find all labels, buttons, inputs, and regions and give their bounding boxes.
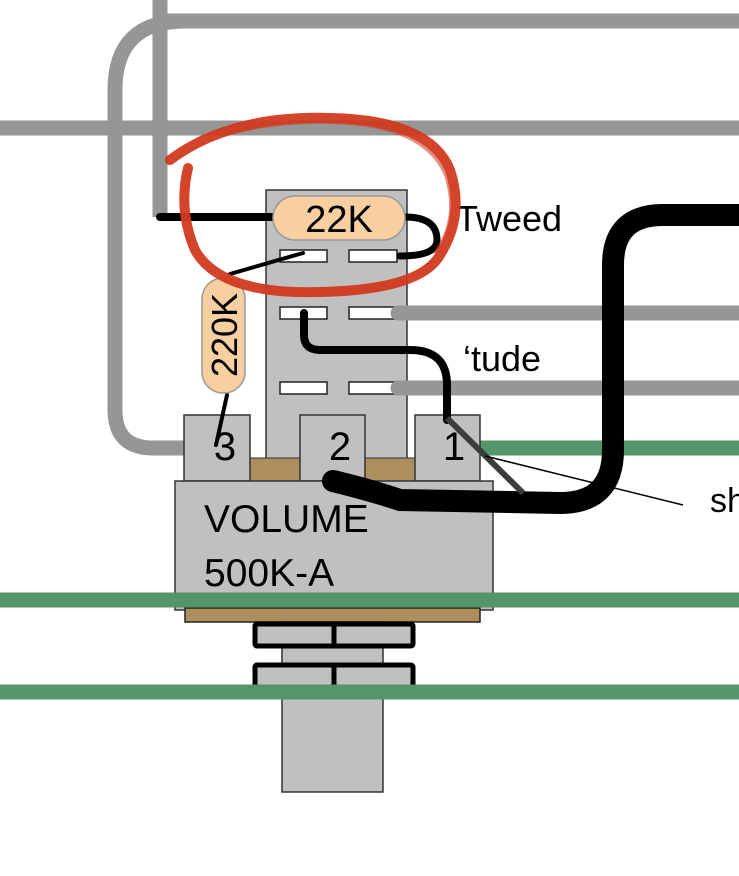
- label-tweed: Tweed: [456, 198, 562, 239]
- grey-wires: [0, 0, 739, 456]
- black-wires: [156, 204, 739, 515]
- black-wire-switch-to-lug1: [300, 309, 451, 424]
- black-wire-output: [322, 204, 739, 515]
- pot-lug-1-label: 1: [443, 425, 465, 469]
- resistor-220k: 220K: [201, 277, 246, 394]
- resistor-22k: 22K: [272, 195, 406, 241]
- pot-lug-2: [299, 414, 366, 482]
- pot-lug-3: [183, 414, 251, 482]
- switch-slot: [279, 249, 328, 263]
- leader-line: [484, 455, 684, 506]
- pot-shaft: [281, 621, 384, 793]
- black-wire-220k-to-lug3: [214, 393, 229, 447]
- pot-label-line2: 500K-A: [204, 552, 334, 595]
- resistor-220k-label: 220K: [204, 293, 245, 377]
- pot: 3 2 1 VOLUME 500K-A: [174, 414, 494, 793]
- pot-lug-2-label: 2: [329, 425, 351, 469]
- dark-lead-lug1: [444, 415, 526, 496]
- label-tude: ‘tude: [463, 338, 541, 379]
- black-wire-220k-lead: [228, 251, 305, 276]
- grey-wire-left-loop: [107, 13, 203, 456]
- switch-slot: [348, 381, 398, 395]
- switch-slot: [348, 249, 398, 263]
- leader-label: sh: [710, 482, 739, 520]
- pot-washer: [184, 607, 481, 623]
- switch-slot: [279, 381, 328, 395]
- pot-nut-upper: [252, 621, 416, 649]
- red-highlight-circle: [165, 112, 461, 298]
- switch-slot: [348, 306, 398, 320]
- black-wire-22k-out: [396, 213, 441, 260]
- pot-label-line1: VOLUME: [204, 498, 369, 541]
- resistor-22k-label: 22K: [305, 199, 373, 241]
